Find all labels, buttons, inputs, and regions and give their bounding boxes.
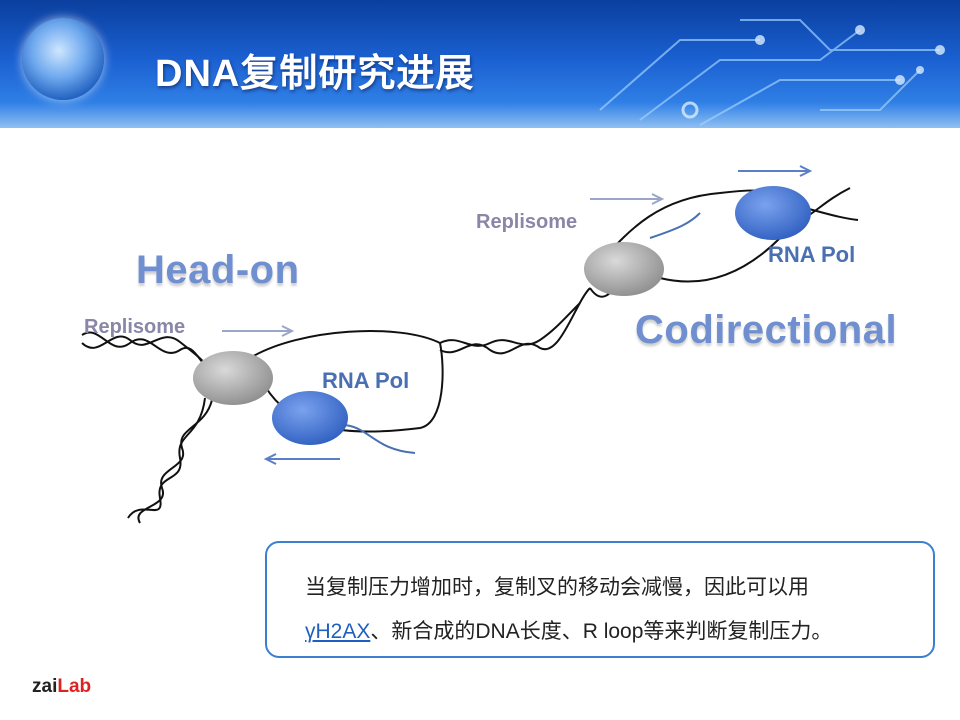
brain-logo-icon [22, 18, 104, 100]
note-line-2: γH2AX、新合成的DNA长度、R loop等来判断复制压力。 [305, 615, 832, 645]
zailab-logo: zaiLab [32, 676, 91, 698]
rna-transcript-left [344, 424, 416, 454]
codirectional-label: Codirectional [635, 308, 898, 352]
arrow-head-left [281, 325, 295, 337]
head-on-label: Head-on [136, 248, 300, 292]
codir-bubble-bottom [659, 237, 781, 283]
replication-diagram [81, 165, 859, 524]
note-line-2-rest: 、新合成的DNA长度、R loop等来判断复制压力。 [370, 620, 833, 643]
note-line-1: 当复制压力增加时，复制叉的移动会减慢，因此可以用 [305, 576, 809, 599]
replisome-codirectional [584, 242, 664, 296]
replisome-label-head-on: Replisome [84, 316, 186, 338]
helix-left-lower-b [137, 399, 213, 524]
bubble-top [249, 330, 441, 359]
helix-middle [439, 302, 581, 347]
arrow-head-rnapol-right [799, 165, 813, 177]
rna-pol-codirectional [735, 186, 811, 240]
logo-text: zai [32, 676, 58, 697]
rna-transcript-right [649, 212, 701, 239]
note-box: 当复制压力增加时，复制叉的移动会减慢，因此可以用 γH2AX、新合成的DNA长度… [265, 541, 935, 658]
replisome-head-on [193, 351, 273, 405]
helix-middle-b [439, 287, 591, 355]
rna-pol-head-on [272, 391, 348, 445]
arrow-head-rnapol-left [263, 453, 277, 465]
page-title: DNA复制研究进展 [155, 53, 475, 95]
helix-left-upper-b [81, 335, 216, 379]
circuit-decoration [599, 19, 945, 126]
logo-suffix: Lab [57, 676, 92, 697]
replisome-label-codirectional: Replisome [476, 211, 578, 233]
codir-right-strand-b [804, 207, 859, 221]
arrow-head-right [651, 193, 665, 205]
gamma-h2ax-link[interactable]: γH2AX [305, 620, 371, 643]
rna-pol-label-codirectional: RNA Pol [768, 242, 856, 267]
helix-left-lower [127, 397, 206, 519]
rna-pol-label-head-on: RNA Pol [322, 368, 410, 393]
slide-header: DNA复制研究进展 [0, 0, 960, 128]
